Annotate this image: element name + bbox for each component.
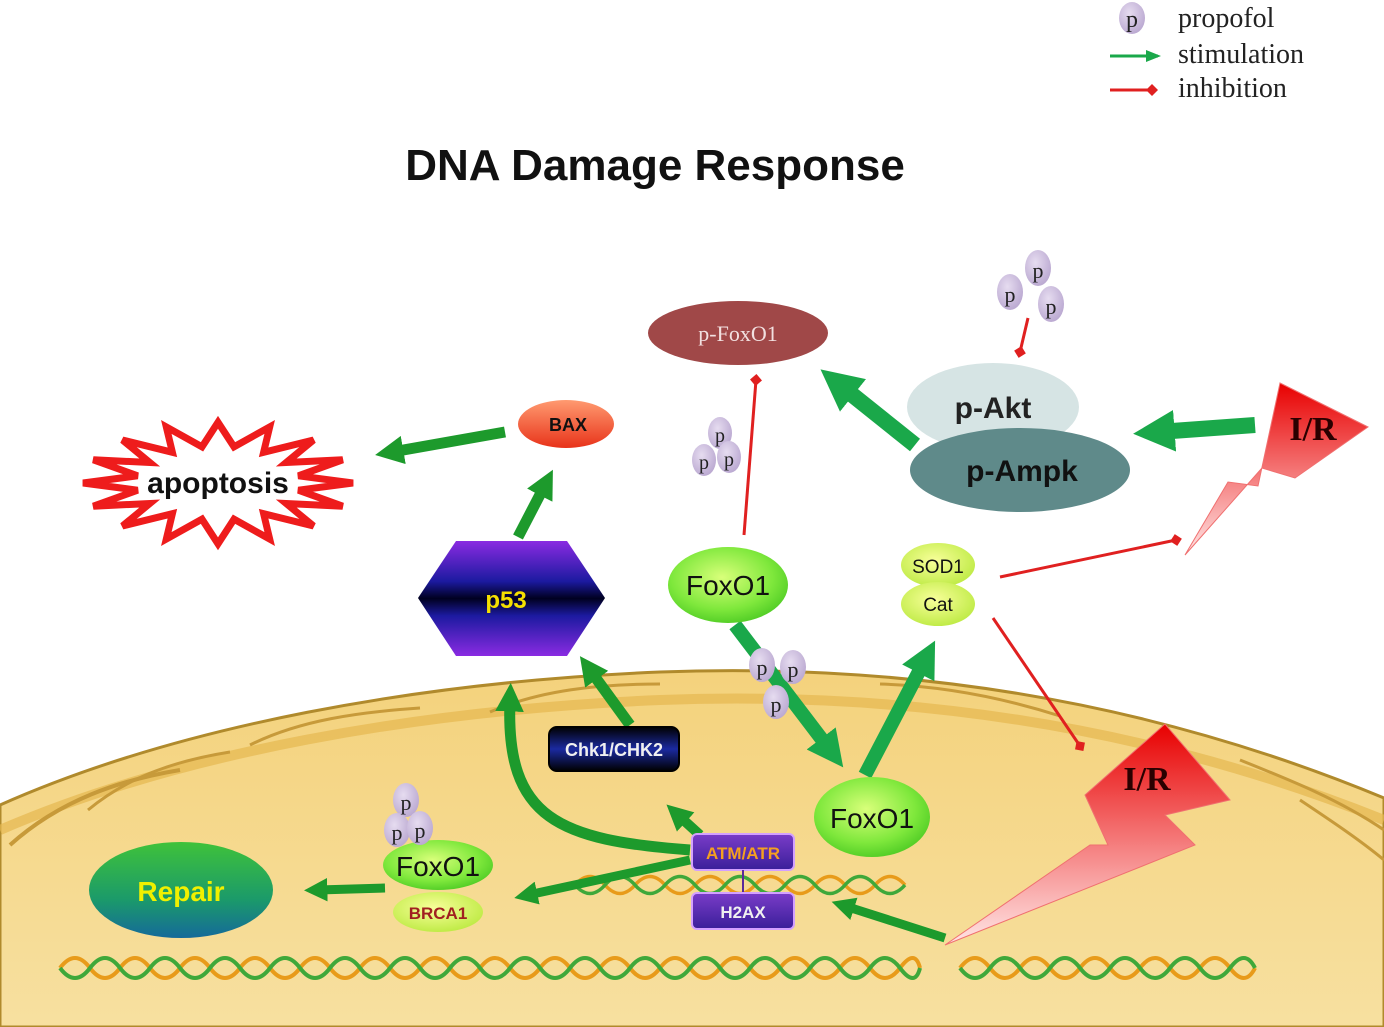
arrow-bax-to-apoptosis (375, 426, 506, 465)
brca1-node (393, 892, 483, 932)
legend-inhibition-label: inhibition (1178, 73, 1287, 104)
propofol-marker: p (788, 657, 799, 682)
h2ax-node (691, 892, 795, 930)
bax-label: BAX (549, 415, 587, 435)
propofol-cluster-repair: p p p (384, 783, 433, 847)
ir-top-label: I/R (1289, 411, 1337, 448)
arrow-chk-to-p53 (579, 656, 635, 729)
p-foxo1-label: p-FoxO1 (698, 321, 777, 346)
legend-propofol-symbol: p (1126, 7, 1138, 33)
chk-label: Chk1/CHK2 (565, 740, 663, 760)
ir-bolt-top: I/R (1184, 382, 1369, 556)
arrow-atm-to-p53 (495, 682, 691, 856)
apoptosis-burst (82, 415, 354, 551)
dna-strand-right (958, 956, 1257, 980)
inhibition-lines (742, 317, 1182, 751)
h2ax-label: H2AX (720, 903, 766, 922)
ir-bottom-label: I/R (1123, 761, 1171, 798)
propofol-marker: p (401, 790, 412, 815)
cat-node (901, 582, 975, 626)
propofol-marker: p (724, 449, 734, 471)
chk-node (548, 726, 680, 772)
propofol-icon (393, 783, 419, 817)
sod1-node (901, 543, 975, 587)
arrow-ir-to-h2ax (831, 897, 947, 943)
ir-bolt-bottom: I/R (944, 723, 1231, 946)
propofol-icon (1038, 286, 1064, 322)
legend-stimulation-label: stimulation (1178, 39, 1304, 70)
propofol-icon (997, 274, 1023, 310)
arrow-ir-to-pakt (1133, 410, 1256, 452)
propofol-marker: p (715, 425, 725, 447)
arrow-atm-to-brca1 (514, 855, 691, 905)
propofol-icon (407, 811, 433, 845)
sod1-label: SOD1 (912, 557, 964, 578)
arrow-atm-to-chk (666, 804, 704, 839)
arrow-brca1-to-repair (303, 878, 386, 902)
foxo1-repair-label: FoxO1 (396, 851, 480, 882)
bax-node (518, 400, 614, 448)
legend-propofol-label: propofol (1178, 3, 1275, 34)
propofol-icon (692, 444, 716, 476)
propofol-marker: p (392, 820, 403, 845)
arrow-pakt-to-pfoxo1 (820, 369, 920, 452)
diagram-title: DNA Damage Response (405, 141, 905, 190)
p-ampk-node (910, 428, 1130, 512)
inhibit-propofol-to-pakt (1014, 317, 1030, 358)
arrow-foxo1-to-sod1 (858, 640, 936, 779)
propofol-marker: p (1033, 258, 1044, 283)
propofol-icon (384, 813, 410, 847)
p-foxo1-node (648, 301, 828, 365)
foxo1-nucleus-node (814, 777, 930, 857)
propofol-cluster-akt: p p p (997, 250, 1064, 322)
arrow-p53-to-bax (513, 469, 553, 540)
p53-label: p53 (485, 587, 526, 614)
propofol-cluster-foxo1-transport: p p p (749, 648, 806, 719)
inhibit-sod1-to-ir-top (999, 534, 1182, 579)
legend-propofol-icon (1119, 2, 1145, 34)
propofol-marker: p (1046, 294, 1057, 319)
cat-label: Cat (923, 595, 953, 616)
propofol-icon (708, 417, 732, 449)
dna-strand-long (58, 956, 922, 980)
p-ampk-label: p-Ampk (966, 455, 1078, 488)
propofol-cluster-foxo1-phospho: p p p (692, 417, 741, 476)
foxo1-cytoplasm-node (668, 547, 788, 623)
atm-atr-label: ATM/ATR (706, 844, 780, 863)
propofol-marker: p (699, 452, 709, 474)
propofol-marker: p (771, 692, 782, 717)
foxo1-repair-node (383, 840, 493, 890)
propofol-icon (749, 648, 775, 682)
inhibit-foxo1-to-pfoxo1 (742, 374, 762, 536)
p-akt-label: p-Akt (955, 392, 1032, 425)
propofol-icon (780, 650, 806, 684)
p53-node (418, 541, 605, 656)
propofol-marker: p (1005, 282, 1016, 307)
foxo1-nucleus-label: FoxO1 (830, 803, 914, 834)
legend: p propofol stimulation inhibition (1110, 2, 1304, 104)
propofol-marker: p (757, 655, 768, 680)
foxo1-cytoplasm-label: FoxO1 (686, 570, 770, 601)
propofol-icon (1025, 250, 1051, 286)
propofol-icon (763, 685, 789, 719)
brca1-label: BRCA1 (409, 904, 468, 923)
repair-node (89, 842, 273, 938)
propofol-icon (717, 441, 741, 473)
apoptosis-label: apoptosis (147, 467, 289, 500)
inhibit-cat-to-ir-bottom (991, 617, 1085, 751)
repair-label: Repair (137, 876, 224, 907)
propofol-marker: p (415, 818, 426, 843)
